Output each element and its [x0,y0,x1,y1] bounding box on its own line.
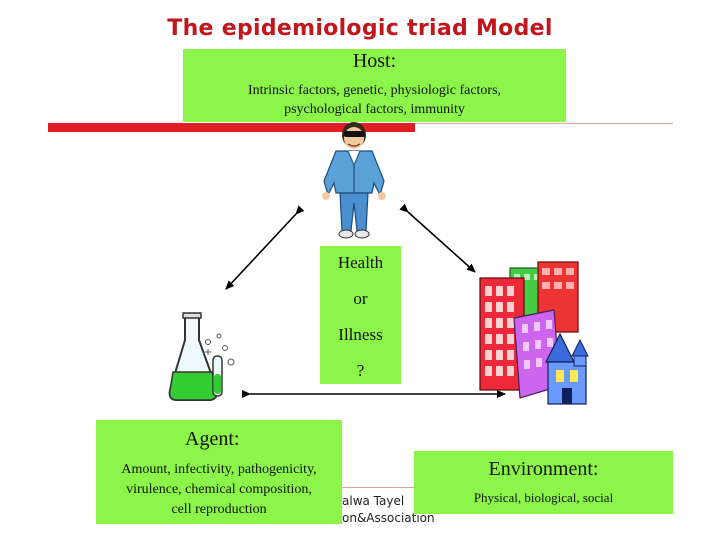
arrow-host-agent [226,214,296,289]
agent-description-line-2: virulence, chemical composition, [96,480,342,500]
agent-description-line-3: cell reproduction [96,500,342,520]
center-line-health: Health [320,246,401,282]
environment-box: Environment: Physical, biological, socia… [414,451,673,514]
lab-flask-icon [165,312,245,404]
host-title: Host: [183,49,566,73]
host-box: Host: Intrinsic factors, genetic, physio… [183,49,566,122]
center-line-illness: Illness [320,318,401,354]
center-line-or: or [320,282,401,318]
person-icon [314,121,394,239]
host-description-line-1: Intrinsic factors, genetic, physiologic … [183,81,566,100]
buildings-icon [476,258,596,408]
arrow-host-environment [408,212,475,272]
environment-title: Environment: [414,455,673,483]
agent-box: Agent: Amount, infectivity, pathogenicit… [96,420,342,524]
health-illness-box: Health or Illness ? [320,246,401,384]
host-description-line-2: psychological factors, immunity [183,100,566,119]
agent-description-line-1: Amount, infectivity, pathogenicity, [96,460,342,480]
environment-description: Physical, biological, social [414,489,673,507]
agent-title: Agent: [185,426,342,452]
center-line-question: ? [320,354,401,390]
